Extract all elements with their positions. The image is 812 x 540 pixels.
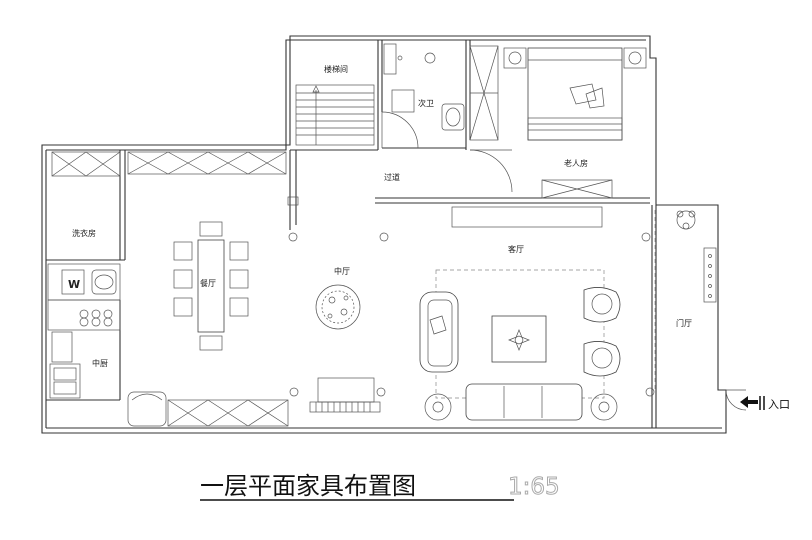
elder-bedroom-furniture bbox=[469, 45, 647, 199]
label-foyer: 门厅 bbox=[676, 318, 692, 328]
drawing-title: 一层平面家具布置图 bbox=[200, 472, 416, 500]
label-elder-room: 老人房 bbox=[564, 158, 588, 168]
title-block: 一层平面家具布置图 1:65 bbox=[200, 472, 560, 501]
label-stairwell: 楼梯间 bbox=[324, 64, 348, 74]
label-kitchen: 中厨 bbox=[92, 358, 108, 368]
foyer-furniture bbox=[654, 210, 717, 390]
room-labels: 楼梯间 次卫 老人房 过道 洗衣房 餐厅 中厅 客厅 门厅 中厨 bbox=[72, 64, 692, 368]
round-table bbox=[315, 284, 361, 330]
label-middle-hall: 中厅 bbox=[334, 266, 350, 276]
entrance-label: 入口 bbox=[768, 398, 790, 411]
label-dining: 餐厅 bbox=[200, 279, 216, 288]
drawing-scale: 1:65 bbox=[508, 474, 560, 500]
label-living: 客厅 bbox=[508, 244, 524, 254]
armchair bbox=[127, 391, 167, 427]
kitchen-fixtures: W bbox=[47, 263, 121, 399]
washer-label: W bbox=[68, 278, 80, 291]
label-corridor: 过道 bbox=[384, 172, 400, 182]
entrance-marker: 入口 bbox=[740, 396, 790, 411]
piano bbox=[309, 377, 381, 413]
doors bbox=[381, 111, 747, 411]
living-room-furniture bbox=[419, 269, 621, 421]
storage-cabinets bbox=[51, 151, 603, 427]
staircase bbox=[295, 84, 375, 146]
interior-walls bbox=[46, 40, 650, 401]
outer-walls bbox=[41, 35, 727, 434]
label-laundry: 洗衣房 bbox=[72, 228, 96, 238]
bathroom-fixtures bbox=[383, 43, 465, 131]
dining-table bbox=[173, 221, 249, 351]
columns bbox=[288, 232, 655, 397]
label-second-bath: 次卫 bbox=[418, 98, 434, 108]
